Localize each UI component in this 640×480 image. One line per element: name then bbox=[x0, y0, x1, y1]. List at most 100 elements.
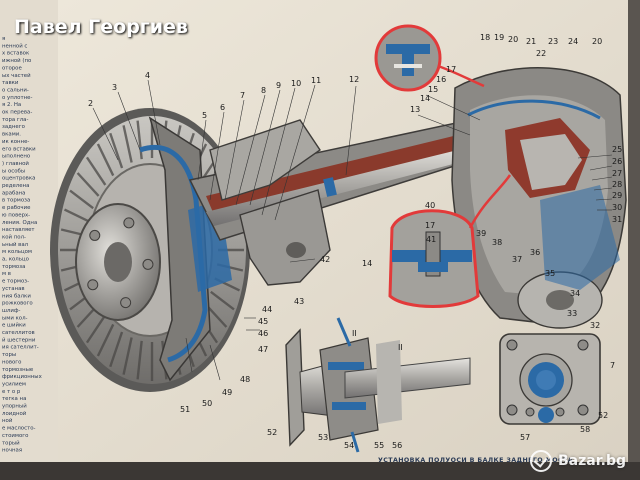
side-text-line: ижной (по bbox=[2, 57, 31, 64]
side-text-line: нового bbox=[2, 359, 21, 365]
wheel-stud bbox=[89, 229, 101, 241]
callout-number: 32 bbox=[590, 321, 600, 330]
side-text-line: вками. bbox=[2, 132, 21, 138]
side-text-line: заднего bbox=[2, 124, 25, 130]
callout-number: 30 bbox=[612, 203, 622, 212]
callout-number: 17 bbox=[425, 221, 435, 230]
side-text-line: в тормоза bbox=[2, 198, 30, 204]
callout-number: 42 bbox=[320, 255, 330, 264]
side-text-line: сателлитов bbox=[2, 330, 35, 336]
callout-number: 16 bbox=[436, 75, 446, 84]
callout-number: 7 bbox=[610, 361, 615, 370]
side-text-line: рожкового bbox=[2, 301, 33, 307]
side-text-line: фрикционных bbox=[2, 374, 43, 380]
side-text-line: е маслосто- bbox=[2, 426, 36, 432]
callout-number: 49 bbox=[222, 388, 232, 397]
left-page-margin bbox=[0, 0, 58, 480]
overlay-title: Павел Георгиев bbox=[14, 16, 188, 38]
side-text-line: е рабочие bbox=[2, 205, 31, 211]
callout-number: 36 bbox=[530, 248, 540, 257]
callout-number: 4 bbox=[145, 71, 150, 80]
side-text-line: ) главной bbox=[2, 160, 29, 167]
callout-number: 40 bbox=[425, 201, 435, 210]
side-text-line: ю поверх- bbox=[2, 212, 30, 218]
callout-number: 44 bbox=[262, 305, 272, 314]
callout-number: 22 bbox=[536, 49, 546, 58]
callout-number: 54 bbox=[344, 441, 354, 450]
wheel-stud bbox=[142, 258, 154, 270]
side-text-line: торый bbox=[2, 439, 20, 446]
side-text-line: ия сателлит- bbox=[2, 345, 39, 351]
side-text-line: ик конне- bbox=[2, 139, 29, 145]
callout-number: 51 bbox=[180, 405, 190, 414]
callout-number: 24 bbox=[568, 37, 578, 46]
callout-number: 53 bbox=[318, 433, 328, 442]
callout-number: 11 bbox=[311, 76, 321, 85]
spring-pad bbox=[209, 119, 321, 201]
callout-number: 15 bbox=[428, 85, 438, 94]
callout-number: 56 bbox=[392, 441, 402, 450]
side-text-line: тавки bbox=[2, 80, 19, 86]
side-text-line: устанав bbox=[2, 286, 25, 292]
side-text-line: арабана bbox=[2, 190, 25, 196]
wheel-hub bbox=[75, 203, 161, 321]
side-text-line: стоимого bbox=[2, 433, 28, 439]
semi-axle-installation-detail bbox=[285, 317, 471, 453]
side-text-line: тегка на bbox=[2, 396, 26, 402]
callout-number: II bbox=[352, 329, 357, 338]
side-text-line: его вставки bbox=[2, 146, 36, 152]
side-text-line: м кольцом bbox=[2, 249, 32, 255]
side-text-line: наставляет bbox=[2, 227, 35, 233]
side-text-line: е тормоз- bbox=[2, 279, 29, 285]
figure-caption: УСТАНОВКА ПОЛУОСИ В БАЛКЕ ЗАДНЕГО МОСТА bbox=[378, 457, 574, 464]
checkmark-ring-icon bbox=[530, 450, 553, 472]
side-text-line: оторое bbox=[2, 65, 22, 71]
side-text-line: тора гла- bbox=[2, 117, 28, 123]
side-text-line: ы особы bbox=[2, 168, 25, 174]
callout-number: 10 bbox=[291, 79, 301, 88]
side-text-line: тормоза bbox=[2, 264, 25, 270]
callout-number: 18 bbox=[480, 33, 490, 42]
wheel-stud bbox=[123, 217, 135, 229]
wheel-stud bbox=[87, 279, 99, 291]
callout-number: 9 bbox=[276, 81, 281, 90]
callout-number: II bbox=[398, 343, 403, 352]
side-text-line: я 2. На bbox=[2, 102, 21, 108]
callout-number: 12 bbox=[349, 75, 359, 84]
callout-number: 50 bbox=[202, 399, 212, 408]
side-text-line: й шестерни bbox=[2, 336, 36, 343]
callout-number: 20 bbox=[508, 35, 518, 44]
callout-number: 3 bbox=[112, 83, 117, 92]
callout-number: 55 bbox=[374, 441, 384, 450]
callout-number: 8 bbox=[261, 86, 266, 95]
side-text-line: е шийки bbox=[2, 322, 26, 329]
side-text-line: ной bbox=[2, 417, 13, 424]
side-text-line: ых частей bbox=[2, 72, 31, 79]
callout-number: 57 bbox=[520, 433, 530, 442]
callout-number: 37 bbox=[512, 255, 522, 264]
axle-flange-plate bbox=[499, 333, 601, 425]
callout-number: 25 bbox=[612, 145, 622, 154]
callout-number: 27 bbox=[612, 169, 622, 178]
differential-carrier bbox=[451, 67, 627, 329]
side-text-line: м в bbox=[2, 271, 11, 277]
inset-drain-plug-detail bbox=[388, 174, 512, 308]
side-text-line: о уплотне- bbox=[2, 95, 32, 101]
side-text-line: е т о р bbox=[2, 389, 21, 395]
callout-number: 45 bbox=[258, 317, 268, 326]
side-text-line: лоидной bbox=[2, 410, 27, 417]
callout-number: 35 bbox=[545, 269, 555, 278]
callout-number: 33 bbox=[567, 309, 577, 318]
book-edge-bottom bbox=[0, 462, 640, 480]
callout-number: 19 bbox=[494, 33, 504, 42]
callout-number: 38 bbox=[492, 238, 502, 247]
brake-shoe-seal-blue bbox=[139, 144, 208, 363]
callout-number: 23 bbox=[548, 37, 558, 46]
inset-breather-detail bbox=[374, 24, 485, 92]
side-text-line: торы bbox=[2, 352, 16, 358]
side-text-line: ределена bbox=[2, 183, 29, 189]
callout-number: 47 bbox=[258, 345, 268, 354]
